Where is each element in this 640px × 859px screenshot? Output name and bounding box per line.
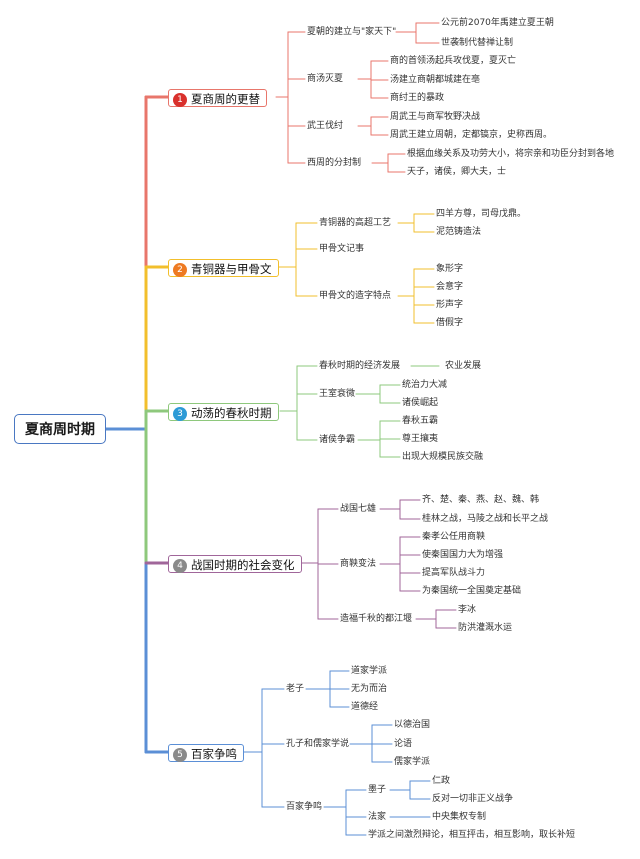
leaf-military[interactable]: 提高军队战斗力 (422, 568, 486, 578)
branch-bronze-oracle[interactable]: 2 青铜器与甲骨文 (168, 259, 279, 277)
branch-label: 战国时期的社会变化 (191, 558, 295, 572)
leaf-state-names[interactable]: 齐、楚、秦、燕、赵、魏、韩 (422, 495, 540, 505)
topic-laozi[interactable]: 老子 (286, 684, 305, 694)
leaf-wuwei[interactable]: 无为而治 (351, 684, 388, 694)
topic-mozi[interactable]: 墨子 (368, 785, 387, 795)
topic-bronze-craft[interactable]: 青铜器的高超工艺 (319, 218, 392, 228)
number-badge: 3 (173, 407, 187, 421)
leaf-respect-king[interactable]: 尊王攘夷 (402, 434, 439, 444)
leaf-analects[interactable]: 论语 (394, 739, 413, 749)
leaf-bronze-vessels[interactable]: 四羊方尊，司母戊鼎。 (436, 209, 527, 219)
branch-label: 青铜器与甲骨文 (191, 262, 272, 276)
topic-schools[interactable]: 百家争鸣 (286, 802, 323, 812)
branch-label: 夏商周的更替 (191, 92, 260, 106)
leaf-zhou-tyranny[interactable]: 商纣王的暴政 (390, 93, 445, 103)
leaf-ideograph[interactable]: 会意字 (436, 282, 464, 292)
topic-oracle-features[interactable]: 甲骨文的造字特点 (319, 291, 392, 301)
topic-oracle-records[interactable]: 甲骨文记事 (319, 244, 365, 254)
leaf-casting[interactable]: 泥范铸造法 (436, 227, 482, 237)
leaf-taoism[interactable]: 道家学派 (351, 666, 388, 676)
topic-confucius[interactable]: 孔子和儒家学说 (286, 739, 350, 749)
topic-shang-tang[interactable]: 商汤灭夏 (307, 74, 344, 84)
leaf-benevolence[interactable]: 仁政 (432, 776, 451, 786)
branch-label: 百家争鸣 (191, 747, 237, 761)
number-badge: 2 (173, 263, 187, 277)
leaf-yu-founds-xia[interactable]: 公元前2070年禹建立夏王朝 (441, 18, 554, 28)
leaf-hereditary[interactable]: 世袭制代替禅让制 (441, 38, 514, 48)
leaf-debate[interactable]: 学派之间激烈辩论，相互抨击，相互影响，取长补短 (368, 830, 576, 840)
branch-hundred-schools[interactable]: 5 百家争鸣 (168, 744, 244, 762)
leaf-lords-rise[interactable]: 诸侯崛起 (402, 398, 439, 408)
leaf-loan-char[interactable]: 借假字 (436, 318, 464, 328)
topic-xia-founding[interactable]: 夏朝的建立与"家天下" (307, 27, 397, 37)
branch-xia-shang-zhou[interactable]: 1 夏商周的更替 (168, 89, 267, 107)
topic-royal-decline[interactable]: 王室衰微 (319, 389, 356, 399)
leaf-western-zhou[interactable]: 周武王建立周朝，定都镐京，史称西周。 (390, 130, 553, 140)
leaf-li-bing[interactable]: 李冰 (458, 605, 477, 615)
leaf-fengjian-basis[interactable]: 根据血缘关系及功劳大小，将宗亲和功臣分封到各地 (407, 149, 615, 159)
leaf-battles[interactable]: 桂林之战，马陵之战和长平之战 (422, 514, 549, 524)
number-badge: 4 (173, 559, 187, 573)
leaf-phonogram[interactable]: 形声字 (436, 300, 464, 310)
root-topic[interactable]: 夏商周时期 (14, 414, 106, 444)
topic-dujiangyan[interactable]: 造福千秋的都江堰 (340, 614, 413, 624)
leaf-five-hegemons[interactable]: 春秋五霸 (402, 416, 439, 426)
leaf-shang-capital[interactable]: 汤建立商朝都城建在亳 (390, 75, 481, 85)
branch-label: 动荡的春秋时期 (191, 406, 272, 420)
leaf-unification[interactable]: 为秦国统一全国奠定基础 (422, 586, 522, 596)
branch-warring-states[interactable]: 4 战国时期的社会变化 (168, 555, 302, 573)
number-badge: 1 (173, 93, 187, 107)
leaf-muye[interactable]: 周武王与商军牧野决战 (390, 112, 481, 122)
leaf-ranks[interactable]: 天子，诸侯，卿大夫，士 (407, 167, 507, 177)
leaf-tang-attacks[interactable]: 商的首领汤起兵攻伐夏，夏灭亡 (390, 56, 517, 66)
leaf-duke-xiao[interactable]: 秦孝公任用商鞅 (422, 532, 486, 542)
topic-shang-yang[interactable]: 商鞅变法 (340, 559, 377, 569)
branch-spring-autumn[interactable]: 3 动荡的春秋时期 (168, 403, 279, 421)
topic-economy[interactable]: 春秋时期的经济发展 (319, 361, 401, 371)
leaf-anti-war[interactable]: 反对一切非正义战争 (432, 794, 514, 804)
leaf-confucianism[interactable]: 儒家学派 (394, 757, 431, 767)
topic-seven-states[interactable]: 战国七雄 (340, 504, 377, 514)
leaf-ethnic-fusion[interactable]: 出现大规模民族交融 (402, 452, 484, 462)
leaf-irrigation[interactable]: 防洪灌溉水运 (458, 623, 513, 633)
leaf-agriculture[interactable]: 农业发展 (445, 361, 482, 371)
topic-wuwang[interactable]: 武王伐纣 (307, 121, 344, 131)
topic-legalism[interactable]: 法家 (368, 812, 387, 822)
topic-fengjian[interactable]: 西周的分封制 (307, 158, 362, 168)
leaf-daodejing[interactable]: 道德经 (351, 702, 379, 712)
leaf-virtue-rule[interactable]: 以德治国 (394, 720, 431, 730)
topic-hegemony[interactable]: 诸侯争霸 (319, 435, 356, 445)
leaf-stronger-qin[interactable]: 使秦国国力大为增强 (422, 550, 504, 560)
leaf-pictograph[interactable]: 象形字 (436, 264, 464, 274)
leaf-power-decline[interactable]: 统治力大减 (402, 380, 448, 390)
leaf-centralization[interactable]: 中央集权专制 (432, 812, 487, 822)
number-badge: 5 (173, 748, 187, 762)
